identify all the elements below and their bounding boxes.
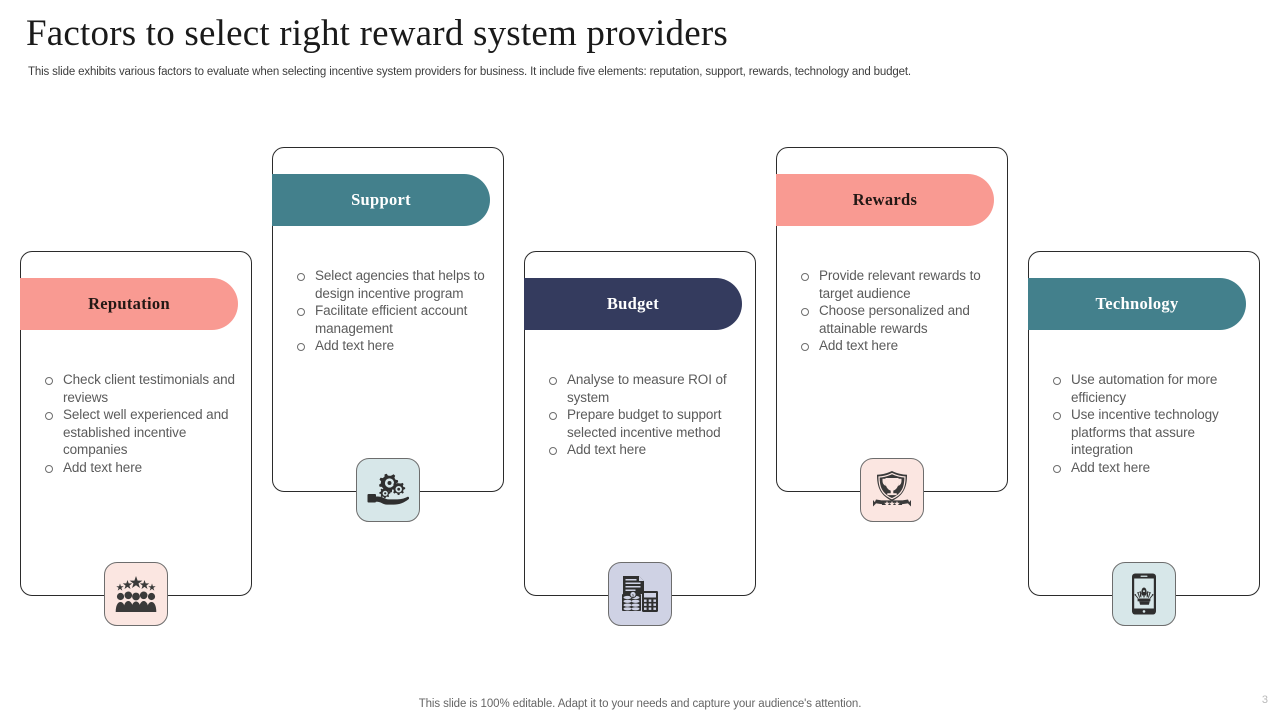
- list-item: Add text here: [1047, 459, 1249, 477]
- list-item: Choose personalized and attainable rewar…: [795, 302, 997, 337]
- list-item: Check client testimonials and reviews: [39, 371, 241, 406]
- factor-bullets-support: Select agencies that helps to design inc…: [291, 267, 493, 355]
- factor-card-header-budget: Budget: [524, 278, 742, 330]
- factor-card-header-support: Support: [272, 174, 490, 226]
- page-number: 3: [1261, 694, 1268, 706]
- factor-bullets-budget: Analyse to measure ROI of system Prepare…: [543, 371, 745, 459]
- list-item: Add text here: [39, 459, 241, 477]
- factor-title-rewards: Rewards: [852, 190, 918, 209]
- factor-card-support[interactable]: Support Select agencies that helps to de…: [272, 147, 504, 492]
- smartphone-rocket-icon-tile[interactable]: [1112, 562, 1176, 626]
- list-item: Select agencies that helps to design inc…: [291, 267, 493, 302]
- footer-note: This slide is 100% editable. Adapt it to…: [418, 698, 862, 710]
- list-item: Select well experienced and established …: [39, 406, 241, 459]
- document-calculator-icon: $: [622, 576, 658, 612]
- factor-card-header-rewards: Rewards: [776, 174, 994, 226]
- factor-card-header-technology: Technology: [1028, 278, 1246, 330]
- list-item: Add text here: [291, 337, 493, 355]
- factor-bullets-reputation: Check client testimonials and reviews Se…: [39, 371, 241, 477]
- page-subtitle: This slide exhibits various factors to e…: [28, 66, 911, 78]
- factor-card-rewards[interactable]: Rewards Provide relevant rewards to targ…: [776, 147, 1008, 492]
- smartphone-rocket-icon: [1132, 573, 1156, 615]
- list-item: Add text here: [543, 441, 745, 459]
- factor-title-support: Support: [351, 190, 411, 209]
- page-title: Factors to select right reward system pr…: [26, 13, 728, 54]
- trophy-shield-icon-tile[interactable]: [860, 458, 924, 522]
- factor-title-technology: Technology: [1095, 294, 1179, 313]
- factor-title-budget: Budget: [606, 294, 660, 313]
- factor-bullets-rewards: Provide relevant rewards to target audie…: [795, 267, 997, 355]
- list-item: Provide relevant rewards to target audie…: [795, 267, 997, 302]
- document-calculator-icon-tile[interactable]: $: [608, 562, 672, 626]
- factor-card-budget[interactable]: Budget Analyse to measure ROI of system …: [524, 251, 756, 596]
- hand-gears-icon: [367, 473, 409, 505]
- factor-card-header-reputation: Reputation: [20, 278, 238, 330]
- list-item: Use incentive technology platforms that …: [1047, 406, 1249, 459]
- list-item: Prepare budget to support selected incen…: [543, 406, 745, 441]
- list-item: Facilitate efficient account management: [291, 302, 493, 337]
- factor-bullets-technology: Use automation for more efficiency Use i…: [1047, 371, 1249, 477]
- hand-gears-icon-tile[interactable]: [356, 458, 420, 522]
- list-item: Use automation for more efficiency: [1047, 371, 1249, 406]
- trophy-shield-icon: [873, 471, 911, 507]
- list-item: Add text here: [795, 337, 997, 355]
- factor-title-reputation: Reputation: [88, 294, 170, 313]
- factor-card-reputation[interactable]: Reputation Check client testimonials and…: [20, 251, 252, 596]
- people-stars-icon-tile[interactable]: [104, 562, 168, 626]
- people-stars-icon: [115, 576, 157, 612]
- factor-card-technology[interactable]: Technology Use automation for more effic…: [1028, 251, 1260, 596]
- svg-text:$: $: [632, 593, 634, 597]
- list-item: Analyse to measure ROI of system: [543, 371, 745, 406]
